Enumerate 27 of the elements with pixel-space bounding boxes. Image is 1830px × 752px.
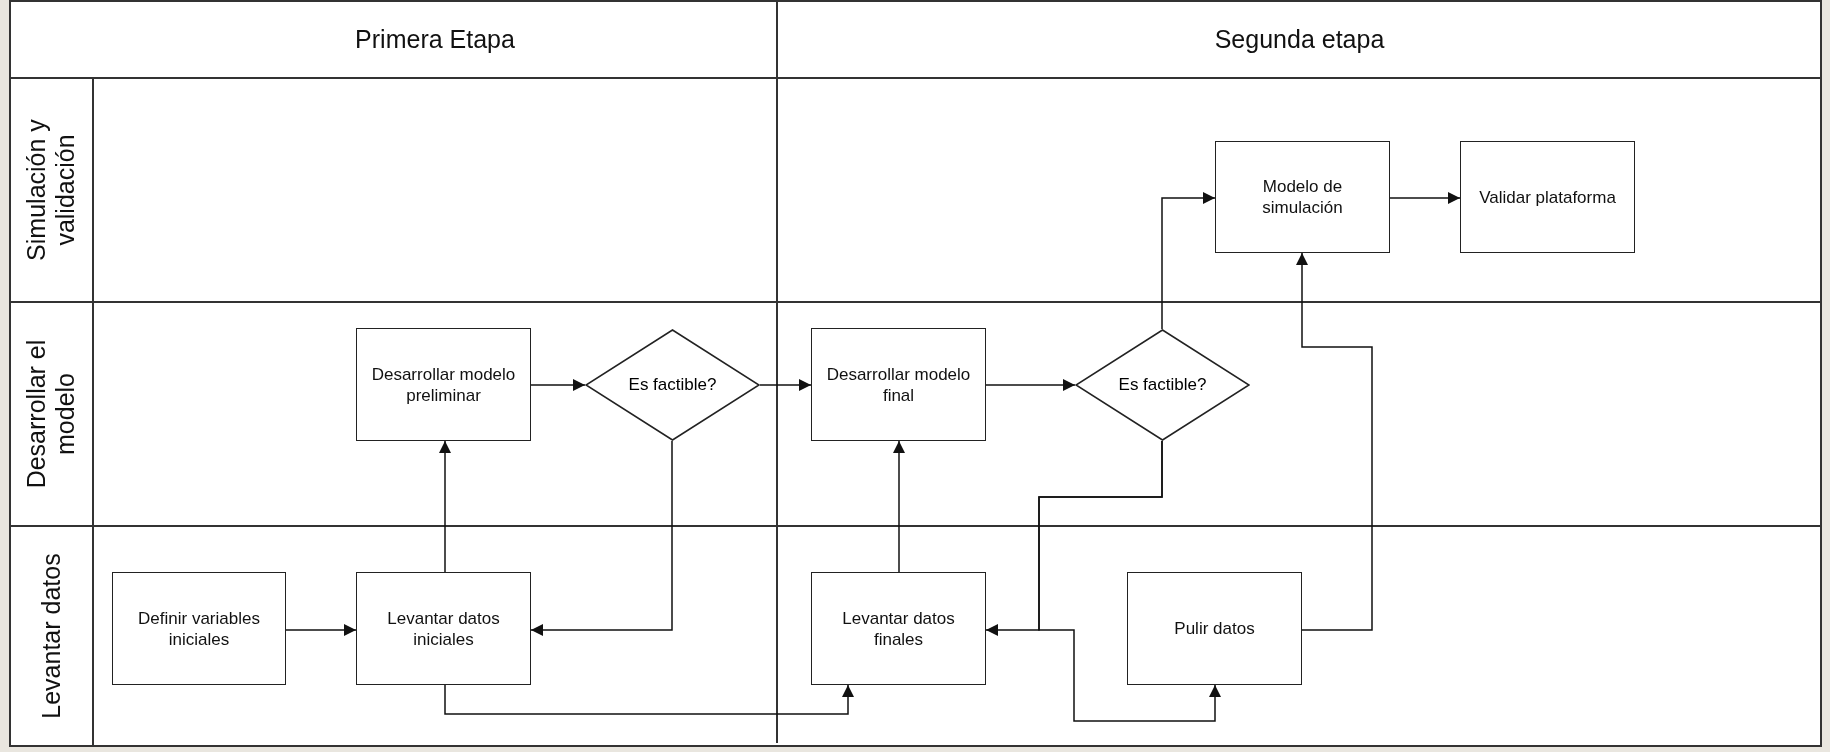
arrow: [759, 379, 812, 391]
arrow: [530, 440, 673, 636]
column-header: Segunda etapa: [1214, 24, 1385, 54]
process-box: Desarrollar modelo preliminar: [356, 328, 531, 441]
decision-diamond: Es factible?: [585, 329, 760, 441]
arrow: [444, 684, 854, 715]
process-box: Desarrollar modelo final: [811, 328, 986, 441]
process-box: Definir variables iniciales: [112, 572, 286, 685]
arrow: [1161, 192, 1216, 330]
process-box: Levantar datos finales: [811, 572, 986, 685]
lane-label: Desarrollar el modelo: [22, 338, 80, 491]
process-box: Levantar datos iniciales: [356, 572, 531, 685]
lane-label: Levantar datos: [36, 552, 66, 721]
arrow: [1038, 440, 1221, 722]
arrow: [1389, 192, 1461, 204]
process-box: Modelo de simulación: [1215, 141, 1390, 253]
arrow: [530, 379, 586, 391]
arrow: [1296, 252, 1373, 631]
arrow: [985, 379, 1076, 391]
process-box: Pulir datos: [1127, 572, 1302, 685]
arrow: [285, 624, 357, 636]
column-header: Primera Etapa: [355, 24, 515, 54]
arrow: [439, 440, 451, 573]
decision-diamond: Es factible?: [1075, 329, 1250, 441]
lane-label: Simulación y validación: [22, 117, 80, 263]
arrow: [893, 440, 905, 573]
process-box: Validar plataforma: [1460, 141, 1635, 253]
